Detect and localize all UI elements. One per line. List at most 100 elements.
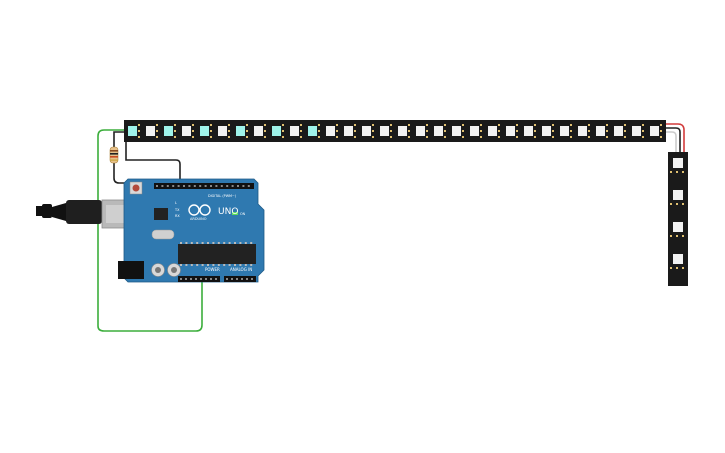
data-wire-resistor[interactable] (113, 131, 171, 190)
chip-pin (185, 264, 188, 266)
header-pin (193, 185, 196, 187)
power-jack[interactable] (118, 261, 144, 279)
strip-leds (128, 124, 662, 138)
tx-label: TX (174, 208, 180, 212)
header-pin (246, 278, 248, 280)
chip-pin (250, 264, 253, 266)
strip-pixel (254, 124, 266, 138)
chip-pin (234, 264, 236, 266)
board-model: UNO (218, 207, 238, 217)
chip-pin (180, 242, 182, 244)
strip-pixel (182, 124, 194, 138)
crystal (151, 229, 175, 240)
analog-label: ANALOG IN (230, 267, 252, 272)
header-pin (177, 185, 180, 187)
header-pin (215, 278, 217, 280)
on-label: ON (240, 212, 246, 216)
chip-pin (234, 242, 236, 244)
strip-pixel (326, 124, 338, 138)
strip-pixel (362, 124, 374, 138)
strip-pixel (542, 124, 554, 138)
header-pin (180, 278, 182, 280)
digital-header[interactable] (154, 183, 254, 189)
chip-pin (223, 242, 226, 244)
strip-pixel (560, 124, 572, 138)
strip-leds-vertical (670, 158, 684, 269)
strip-pixel (452, 124, 464, 138)
chip-pin (190, 242, 193, 244)
header-pin (188, 185, 191, 187)
strip-pixel-vertical (670, 222, 684, 237)
header-pin (210, 278, 212, 280)
header-pin (241, 278, 243, 280)
chip-pin (201, 242, 204, 244)
atmega-chip (178, 244, 256, 264)
strip-pixel (596, 124, 608, 138)
chip-pin (196, 264, 199, 266)
resistor[interactable] (109, 146, 119, 164)
strip-pixel (128, 124, 140, 138)
strip-link-black[interactable] (666, 127, 681, 152)
chip-pin (212, 242, 215, 244)
header-pin (220, 185, 223, 187)
strip-pixel (290, 124, 302, 138)
header-pin (156, 185, 158, 187)
chip-pin (217, 264, 220, 266)
chip-pin (244, 264, 247, 266)
header-pin (231, 185, 234, 187)
header-pin (204, 185, 207, 187)
chip-pin (190, 264, 193, 266)
strip-pixel-vertical (670, 158, 684, 173)
strip-link-red[interactable] (666, 123, 685, 152)
green-ground-wire[interactable] (97, 129, 203, 332)
digital-label: DIGITAL (PWM~) (208, 194, 237, 198)
strip-pixel (272, 124, 284, 138)
l-label: L (175, 201, 177, 205)
header-pin (251, 278, 253, 280)
chip-pin (207, 242, 209, 244)
chip-pin (244, 242, 247, 244)
header-pin (226, 185, 229, 187)
chip-pin (212, 264, 215, 266)
strip-pixel (344, 124, 356, 138)
power-wire-black[interactable] (125, 133, 181, 190)
header-pin (205, 278, 207, 280)
strip-pixel (218, 124, 230, 138)
led-strip-horizontal[interactable] (124, 120, 666, 142)
power-label: POWER (205, 267, 220, 272)
header-pin (161, 185, 164, 187)
strip-pixel (578, 124, 590, 138)
strip-pixel (470, 124, 482, 138)
header-pin (210, 185, 212, 187)
chip-pin (207, 264, 209, 266)
strip-pixel-vertical (670, 254, 684, 269)
analog-header[interactable] (224, 276, 256, 282)
strip-pixel (488, 124, 500, 138)
strip-pixel (506, 124, 518, 138)
header-pin (185, 278, 187, 280)
arduino-uno-board[interactable]: UNO ARDUINO DIGITAL (PWM~) POWER ANALOG … (118, 178, 265, 283)
wires (97, 123, 685, 332)
led-strip-vertical[interactable] (668, 152, 688, 286)
strip-pixel (308, 124, 320, 138)
chip-pin (228, 264, 231, 266)
header-pin (242, 185, 245, 187)
rx-label: RX (175, 214, 180, 218)
strip-link-white[interactable] (666, 131, 677, 152)
strip-pixel (632, 124, 644, 138)
strip-pixel (434, 124, 446, 138)
header-pin (236, 278, 238, 280)
strip-body (124, 120, 666, 142)
strip-pixel (614, 124, 626, 138)
chip-pin (250, 242, 253, 244)
strip-pixel (398, 124, 410, 138)
strip-pixel (200, 124, 212, 138)
usb-chip (154, 208, 168, 220)
strip-pixel (146, 124, 158, 138)
header-pin (183, 185, 185, 187)
power-header[interactable] (178, 276, 220, 282)
chip-pin (185, 242, 188, 244)
header-pin (231, 278, 233, 280)
